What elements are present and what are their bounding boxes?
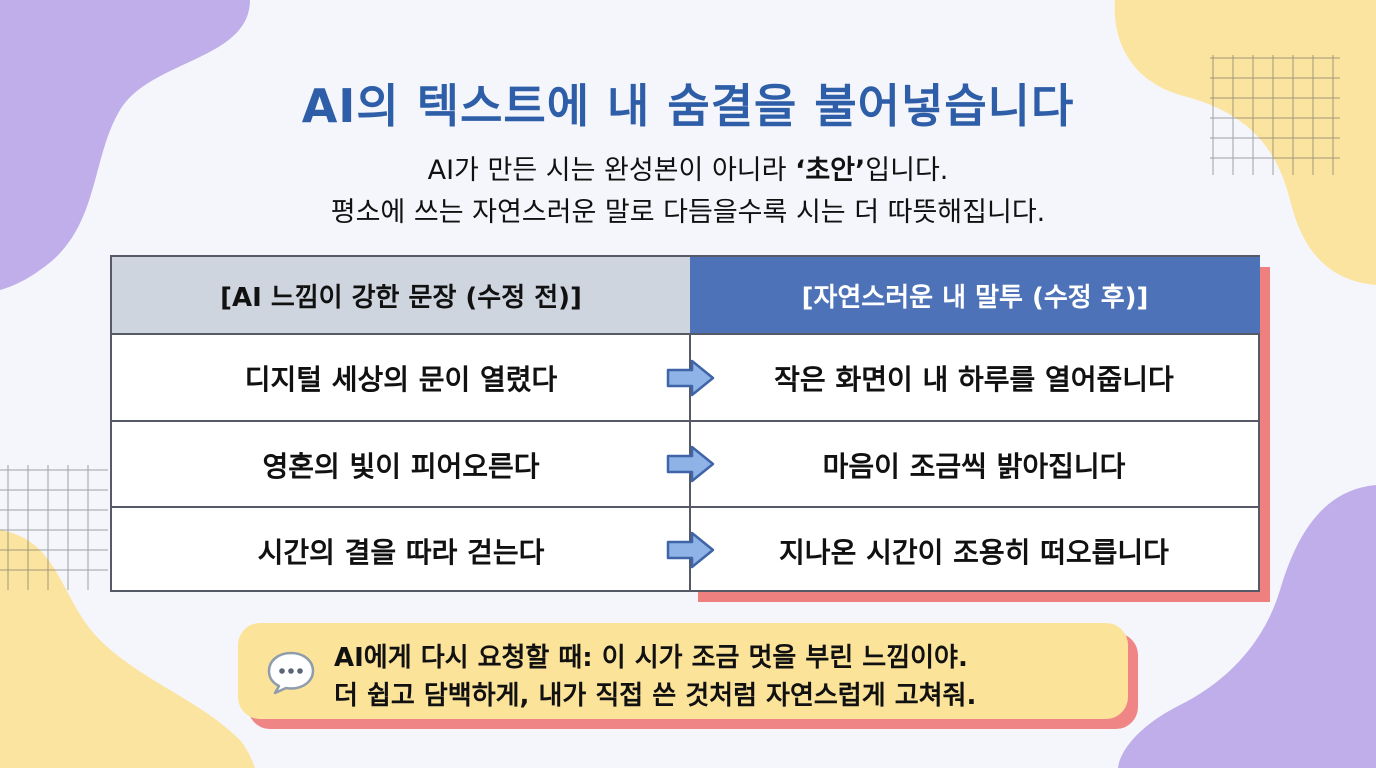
table-row: 시간의 결을 따라 걷는다 지나온 시간이 조용히 떠오릅니다 — [112, 508, 1258, 594]
grid-pattern-left — [0, 465, 108, 590]
after-cell: 작은 화면이 내 하루를 열어줍니다 — [774, 363, 1174, 396]
purple-blob-bottom-right — [1118, 485, 1376, 768]
yellow-blob-top-right — [1114, 0, 1376, 285]
subtitle-line-1: AI가 만든 시는 완성본이 아니라 ‘초안’입니다. — [0, 148, 1376, 187]
tip-line-2: 더 쉽고 담백하게, 내가 직접 쓴 것처럼 자연스럽게 고쳐줘. — [334, 681, 977, 711]
table-divider — [112, 420, 1258, 422]
header-after: [자연스러운 내 말투 (수정 후)] — [690, 257, 1260, 333]
table-row: 영혼의 빛이 피어오른다 마음이 조금씩 밝아집니다 — [112, 422, 1258, 508]
table-divider — [112, 333, 1258, 335]
arrow-right-icon — [666, 531, 715, 569]
speech-bubble-icon — [267, 651, 315, 695]
subtitle-line-1-start: AI가 만든 시는 완성본이 아니라 — [427, 155, 796, 186]
before-cell: 영혼의 빛이 피어오른다 — [262, 450, 540, 483]
purple-blob-top-left — [0, 0, 250, 290]
arrow-right-icon — [666, 445, 715, 483]
before-cell: 시간의 결을 따라 걷는다 — [257, 536, 545, 569]
tip-box-wrapper: AI에게 다시 요청할 때: 이 시가 조금 멋을 부린 느낌이야. 더 쉽고 … — [238, 623, 1138, 729]
tip-box: AI에게 다시 요청할 때: 이 시가 조금 멋을 부린 느낌이야. 더 쉽고 … — [238, 623, 1128, 719]
after-cell: 지나온 시간이 조용히 떠오릅니다 — [779, 536, 1169, 569]
arrow-right-icon — [666, 359, 715, 397]
subtitle-line-2: 평소에 쓰는 자연스러운 말로 다듬을수록 시는 더 따뜻해집니다. — [330, 197, 1046, 228]
subtitle-line-1-end: 입니다. — [865, 155, 949, 186]
before-cell: 디지털 세상의 문이 열렸다 — [244, 363, 558, 396]
subtitle-highlight: ‘초안’ — [795, 155, 866, 186]
grid-pattern-top-right — [1210, 55, 1340, 175]
table-row: 디지털 세상의 문이 열렸다 작은 화면이 내 하루를 열어줍니다 — [112, 335, 1258, 421]
header-before: [AI 느낌이 강한 문장 (수정 전)] — [112, 257, 690, 333]
comparison-table-wrapper: [AI 느낌이 강한 문장 (수정 전)] [자연스러운 내 말투 (수정 후)… — [110, 255, 1270, 602]
tip-line-1: AI에게 다시 요청할 때: 이 시가 조금 멋을 부린 느낌이야. — [334, 643, 968, 673]
yellow-blob-bottom-left — [0, 530, 255, 768]
comparison-table: [AI 느낌이 강한 문장 (수정 전)] [자연스러운 내 말투 (수정 후)… — [110, 255, 1260, 592]
after-cell: 마음이 조금씩 밝아집니다 — [822, 450, 1126, 483]
table-divider — [112, 506, 1258, 508]
page-title: AI의 텍스트에 내 숨결을 불어넣습니다 — [301, 79, 1075, 133]
